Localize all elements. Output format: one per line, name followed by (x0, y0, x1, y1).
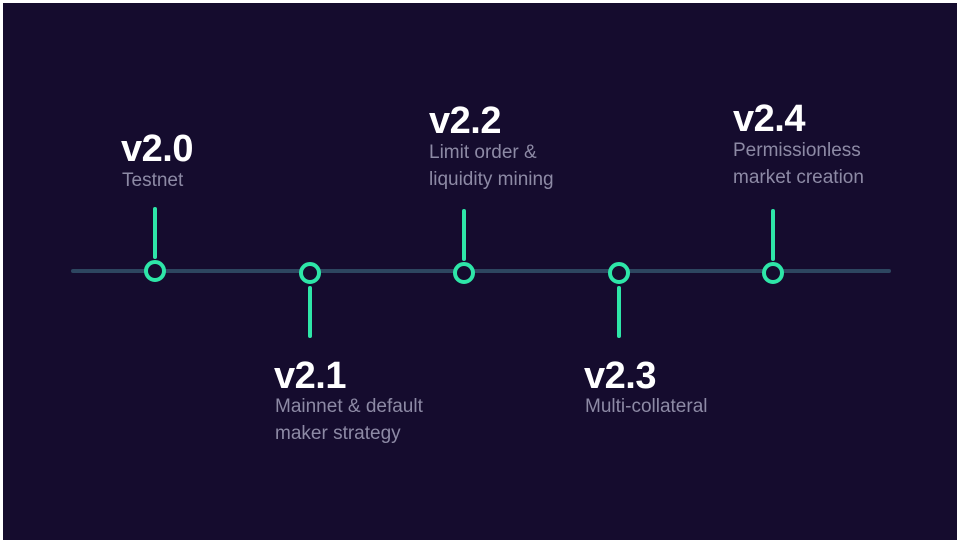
milestone-version: v2.0 (121, 128, 193, 170)
milestone-description-line: maker strategy (275, 423, 401, 444)
roadmap-slide: v2.0 Testnet v2.1 Mainnet & default make… (3, 3, 957, 540)
milestone-node (144, 260, 166, 282)
milestone-stem (617, 286, 621, 338)
milestone-version: v2.4 (733, 98, 805, 140)
milestone-node (453, 262, 475, 284)
milestone-description-line: Multi-collateral (585, 396, 708, 417)
milestone-version: v2.2 (429, 100, 501, 142)
milestone-node (608, 262, 630, 284)
milestone-stem (153, 207, 157, 259)
milestone-description-line: market creation (733, 167, 864, 188)
milestone-version: v2.1 (274, 355, 346, 397)
milestone-stem (462, 209, 466, 261)
milestone-description-line: Mainnet & default (275, 396, 423, 417)
milestone-description-line: Limit order & (429, 142, 537, 163)
milestone-description-line: Permissionless (733, 140, 861, 161)
milestone-description-line: Testnet (122, 170, 184, 191)
milestone-node (762, 262, 784, 284)
milestone-version: v2.3 (584, 355, 656, 397)
milestone-stem (308, 286, 312, 338)
timeline-axis (71, 269, 891, 273)
milestone-stem (771, 209, 775, 261)
milestone-node (299, 262, 321, 284)
milestone-description-line: liquidity mining (429, 169, 554, 190)
